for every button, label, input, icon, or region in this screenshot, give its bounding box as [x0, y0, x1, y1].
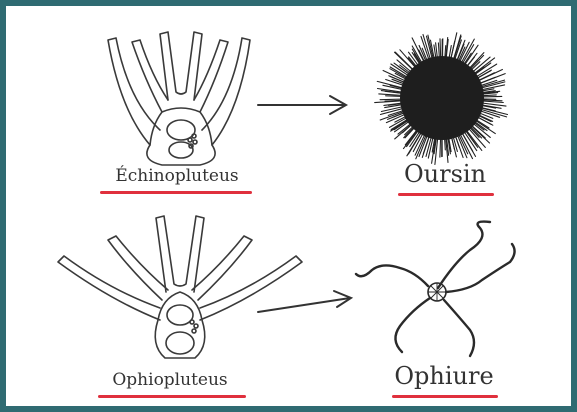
arrow-ophiopluteus-to-ophiure — [258, 291, 351, 312]
echinopluteus-larva-drawing — [108, 32, 250, 165]
arrow-echinopluteus-to-oursin — [258, 96, 346, 114]
label-ophiopluteus: Ophiopluteus — [112, 370, 227, 390]
underline-ophiopluteus — [98, 395, 246, 398]
label-echinopluteus: Échinopluteus — [115, 166, 238, 186]
ophiopluteus-larva-drawing — [58, 216, 302, 358]
underline-echinopluteus — [100, 191, 252, 194]
underline-ophiure — [392, 395, 498, 398]
label-ophiure: Ophiure — [394, 362, 493, 390]
label-oursin: Oursin — [404, 160, 486, 188]
underline-oursin — [398, 193, 494, 196]
ophiure-drawing — [356, 222, 515, 356]
oursin-drawing — [375, 33, 508, 165]
